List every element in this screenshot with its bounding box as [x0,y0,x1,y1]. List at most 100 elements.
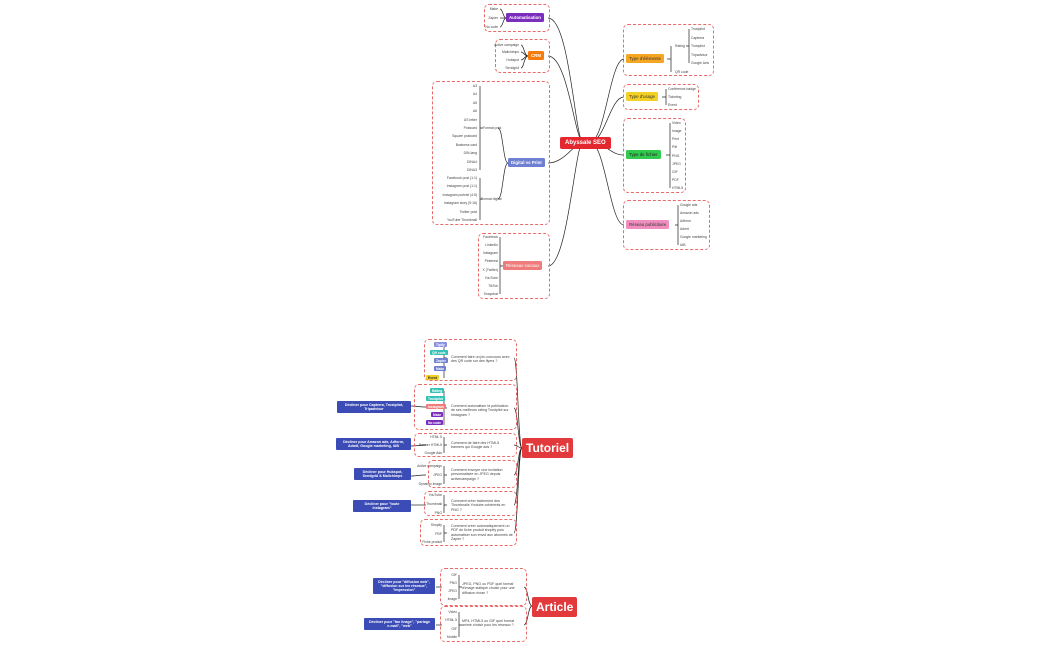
crm-item: Mailchimps [502,50,519,54]
tutoriel-explainer-5[interactable]: Décliner pour "toute Instagram" [353,500,411,512]
article-item: Mobile [447,635,457,639]
digital-format-item: Instagram portrait (4:5) [442,192,477,197]
zapier-chip: Zapier [434,358,448,363]
type-elements-node[interactable]: Type d'éléments [626,54,664,63]
automatisation-item: Zapier [488,16,498,20]
reseau-pub-group [623,200,710,250]
print-format-item: A3 [472,84,477,88]
tutoriel-group-5 [424,491,517,516]
format-print-label: Format print [483,126,502,130]
fichier-item: Image [672,129,682,134]
article-node[interactable]: Article [532,597,578,617]
rating-item: Capterra [691,35,705,40]
tutoriel-item: JPEG [433,473,442,477]
make-chip: Make [431,412,444,417]
article-explainer-2[interactable]: Décliner pour "fan linage", "partage e-m… [364,618,435,630]
reseau-item: Pinterest [484,259,498,264]
digital-format-item: Twitter post [459,209,477,214]
type-usage-node[interactable]: Type d'usage [626,92,658,101]
fichier-item: Print [672,137,679,142]
rating-label: Rating [675,44,685,48]
print-format-item: US letter [463,117,477,122]
tutoriel-group-4 [428,460,517,488]
tutoriel-explainer-2[interactable]: Décliner pour Capterra, Trustpilot, Trip… [337,401,411,413]
article-item: Vidéo [448,610,457,614]
article-item: GIF [451,573,457,577]
fichier-item: JPEG [672,161,681,166]
digital-print-group [432,81,550,225]
article-question-1: JPEG, PNG ou PDF quel format d'image sta… [462,582,515,595]
type-fichier-group [623,118,686,193]
reseau-item: LinkedIn [485,243,498,248]
tutoriel-question-1: Comment faire un jeu concours avec des Q… [451,355,510,364]
rating-item: Tripadvisor [691,52,708,57]
reseau-pub-node[interactable]: Réseau publicitaire [626,220,670,229]
crm-item: Hubspot [506,58,519,62]
article-question-2: MP4, HTML5 ou GIF quel format animé choi… [462,619,515,628]
fichier-item: Pdf [672,145,678,150]
crm-item: Active campaign [494,43,519,47]
crm-node[interactable]: CRM [528,51,544,60]
print-format-item: Square postcard [452,134,477,139]
tutoriel-item: Dynamic image [418,482,442,486]
pub-item: Amazon ads [680,211,699,215]
print-format-item: A4 [472,92,477,97]
article-item: HTML 5 [445,618,457,623]
tutoriel-group-6 [420,519,517,546]
rating-item: Trustpilot [691,44,705,48]
tutoriel-item: Fiche produit [422,540,442,544]
print-format-item: DINA4 [467,159,477,164]
reseaux-group [478,233,550,299]
pub-item: Admit [680,227,689,231]
article-item: GIF [451,626,457,631]
usage-item: Ticketing [668,95,682,99]
crm-item: Sendgrid [505,66,519,70]
fichier-item: PDF [672,177,679,182]
fichier-item: HTML5 [672,186,684,190]
tutoriel-node[interactable]: Tutoriel [522,438,574,458]
pub-item: Adform [680,219,691,223]
article-item: Image [447,597,457,601]
reseaux-node[interactable]: Réseaux sociaux [503,261,543,270]
pub-item: Google marketing [680,235,707,239]
digital-format-item: Instagram story (9:16) [443,201,477,206]
make-chip: Make [434,366,447,371]
tutoriel-group-2 [414,384,517,430]
article-item: PNG [449,581,457,585]
tutoriel-group-1 [424,339,517,381]
pub-item: Google ads [680,203,698,207]
type-elements-group [623,24,714,76]
automatisation-item: No code [485,25,498,29]
tutoriel-group-3 [414,433,517,457]
qr-code-chip: QR code [430,350,448,355]
reseau-item: Instagram [482,251,498,256]
type-fichier-node[interactable]: Type de fichier [626,150,661,159]
article-group-1 [440,568,527,606]
tutoriel-explainer-3[interactable]: Décliner pour Amazon ads, Adform, Admit,… [336,438,411,450]
tipify-chip: Tipify [434,342,447,347]
central-node[interactable]: Abyssale SEO [560,137,611,149]
fichier-item: PNG [672,153,680,158]
pub-item: IAB [680,243,686,247]
format-digital-label: Format digital [481,197,502,201]
tutoriel-question-5: Comment créer facilement des Thumbnails … [451,499,506,512]
digital-print-node[interactable]: Digital vs Print [508,158,545,167]
reseau-item: YouTube [484,275,498,280]
article-explainer-1[interactable]: Décliner pour "diffusion web", "diffusio… [373,578,435,594]
automatisation-item: Make [489,7,498,11]
rating-item: Trustpilot [691,27,705,31]
digital-format-item: YouTube Thumbnail [446,218,477,222]
fichier-item: Vidéo [672,121,681,125]
reseau-item: Facebook [483,235,498,239]
automatisation-node[interactable]: Automatisation [506,13,544,22]
tutoriel-item: PDF [435,531,442,536]
type-usage-group [623,84,699,110]
automatisation-group [484,4,550,32]
tutoriel-item: Thumbnail [426,502,442,506]
tutoriel-question-4: Comment envoyer une invitation personnal… [451,468,503,481]
digital-format-item: Facebook post (1:1) [446,176,477,180]
usage-item: Conférence badge [668,87,696,91]
print-format-item: A5 [472,100,477,105]
tutoriel-explainer-4[interactable]: Décliner pour Hubspot, Sendgrid & Mailch… [354,468,411,480]
